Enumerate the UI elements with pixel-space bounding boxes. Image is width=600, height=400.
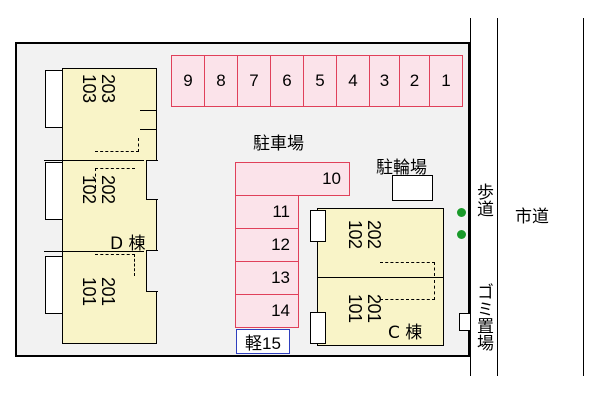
parking-space: 10 (235, 162, 350, 196)
parking-space: 7 (237, 55, 271, 107)
balcony (45, 162, 63, 220)
parking-space: 8 (204, 55, 238, 107)
parking-space: 1 (429, 55, 463, 107)
unit-number: 201 101 (344, 294, 384, 323)
stair-outline (95, 254, 135, 276)
parking-space: 11 (235, 195, 299, 229)
parking-space: 9 (171, 55, 205, 107)
stair-outline (95, 168, 135, 188)
parking-space: 4 (336, 55, 370, 107)
parking-space: 12 (235, 228, 299, 262)
building-d-label: D 棟 (110, 234, 146, 254)
balcony (310, 312, 326, 344)
road-far-line (583, 18, 584, 376)
light-car-space: 軽15 (236, 329, 290, 354)
building-d-recess (146, 160, 158, 200)
balcony (45, 256, 63, 314)
balcony (310, 210, 326, 242)
stair-outline (380, 262, 435, 276)
unit-separator (317, 277, 444, 278)
sidewalk-label: 歩道 (473, 183, 493, 217)
unit-number: 201 101 (78, 277, 118, 306)
unit-number: 203 103 (78, 74, 118, 103)
tree-icon (457, 208, 466, 217)
parking-space: 2 (399, 55, 430, 107)
tree-icon (457, 230, 466, 239)
parking-space: 13 (235, 261, 299, 295)
unit-number: 202 102 (78, 175, 118, 204)
stair-outline (95, 138, 139, 152)
parking-space: 3 (369, 55, 400, 107)
unit-separator (44, 160, 144, 161)
garbage-area-label: ゴミ置場 (473, 283, 493, 351)
parking-space: 6 (270, 55, 304, 107)
parking-space: 5 (303, 55, 337, 107)
stair-outline (380, 280, 435, 300)
balcony (45, 70, 63, 128)
unit-separator (44, 251, 144, 252)
building-d-recess (146, 250, 158, 292)
parking-label: 駐車場 (253, 134, 304, 154)
building-d-notch (140, 110, 157, 130)
bicycle-parking-shed (392, 175, 433, 201)
city-road-label: 市道 (515, 207, 549, 227)
sidewalk-edge-line (470, 18, 471, 376)
parking-space: 14 (235, 294, 299, 328)
building-c-label: C 棟 (388, 323, 423, 343)
unit-number: 202 102 (344, 220, 384, 249)
bicycle-parking-label: 駐輪場 (376, 158, 427, 178)
road-edge-line (497, 18, 498, 376)
